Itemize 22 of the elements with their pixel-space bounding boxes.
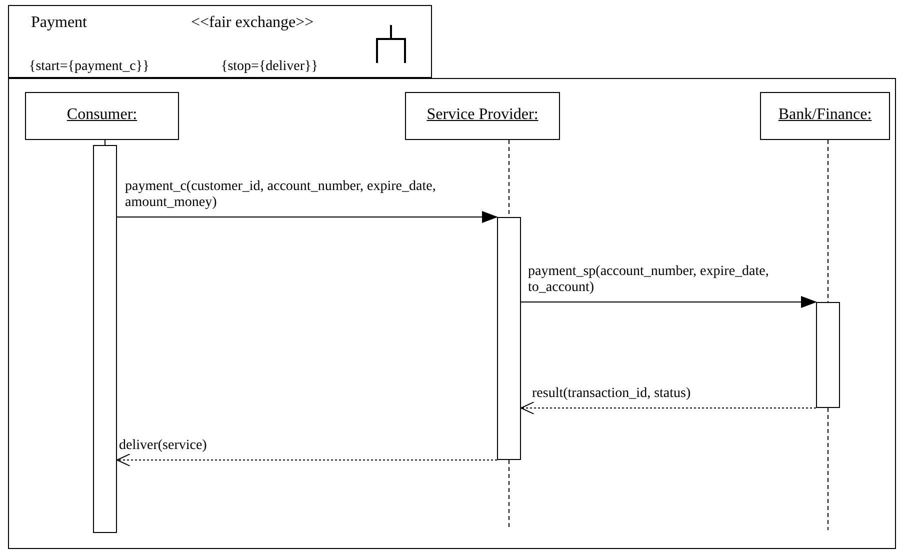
- object-name: Bank/Finance:: [777, 106, 873, 124]
- lifeline-head-box: [405, 92, 560, 140]
- frame-title: <<fair exchange>>: [191, 14, 314, 32]
- message-arrow: [520, 296, 817, 308]
- frame-title: Payment: [31, 14, 87, 32]
- activation-bar: [93, 145, 117, 533]
- message-label: result(transaction_id, status): [530, 386, 693, 402]
- message-label: deliver(service): [117, 438, 209, 454]
- message-arrow: [116, 211, 498, 223]
- activation-bar: [816, 302, 840, 408]
- activation-bar: [497, 217, 521, 460]
- constraint-text: {stop={deliver}}: [221, 58, 318, 76]
- constraint-text: {start={payment_c}}: [29, 58, 150, 76]
- object-name: Consumer:: [66, 106, 138, 124]
- sequence-frame: [8, 78, 896, 549]
- lifeline-head-box: [760, 92, 890, 140]
- lifeline: [104, 140, 106, 146]
- object-name: Service Provider:: [426, 106, 540, 124]
- frame-header-box: [8, 5, 432, 78]
- lifeline-head-box: [25, 92, 179, 140]
- return-message-arrow: [520, 402, 816, 414]
- return-message-arrow: [116, 454, 498, 466]
